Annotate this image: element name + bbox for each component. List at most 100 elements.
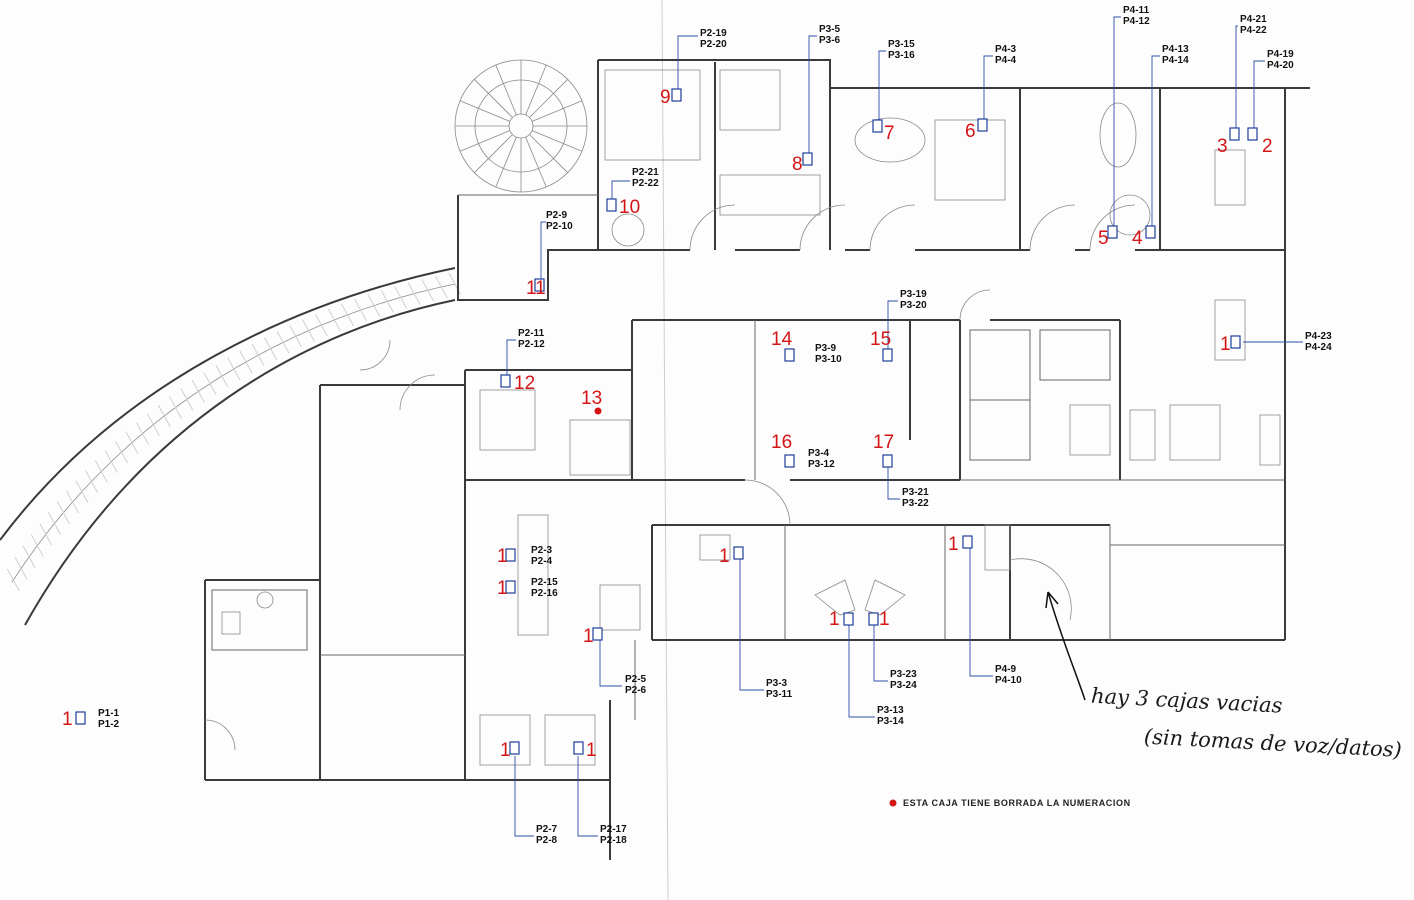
railing-hatch-line [14,557,28,580]
outlet-box-icon [843,612,854,626]
outlet-box-icon [1107,225,1118,239]
outlet-box-icon [505,580,516,594]
outlet-number: 1 [879,609,890,630]
outlet-number: 1 [829,609,840,630]
outlet-port-label: P3-14 [877,716,904,727]
outlet-box-icon [977,118,988,132]
outlet-number: 11 [526,278,546,299]
outlet-port-label: P4-10 [995,675,1022,686]
outlet-number: 1 [948,534,959,555]
outlet-port-label: P2-11 [518,328,545,339]
outlet-number: 1 [62,709,73,730]
outlet-port-label: P1-1 [98,708,120,719]
railing-hatch-line [157,404,171,428]
outlet-leader-line [739,559,764,691]
railing-hatch-line [407,282,421,305]
outlet-number: 4 [1132,228,1143,249]
stair-tread [531,100,583,122]
railing-hatch-line [104,450,118,473]
railing-hatch-line [289,325,303,348]
railing-hatch-line [56,501,70,524]
outlet-port-label: P2-3 [531,545,553,556]
outlet-number: 9 [660,87,671,108]
railing-hatch-line [169,396,182,419]
spiral-staircase [454,59,588,193]
railing-hatch-line [203,372,217,395]
outlet-box-icon [962,535,973,549]
outlet: 6P4-3P4-4 [965,44,1017,142]
stair-tread [495,136,517,188]
outlet-number: 14 [771,329,793,350]
outlet-box-icon [882,348,893,362]
outlet-number: 1 [1220,334,1231,355]
railing-hatch-line [314,313,328,337]
railing-hatch-line [39,523,53,546]
fold-line [661,0,669,900]
outlet-port-label: P4-19 [1267,49,1294,60]
outlet-box-icon [505,548,516,562]
outlet-port-label: P4-24 [1305,342,1332,353]
outlet-port-label: P2-17 [600,824,627,835]
railing-hatch-line [75,480,89,503]
stair-tread [474,79,513,118]
railing-hatch-line [434,275,448,299]
outlet-port-label: P3-3 [766,678,788,689]
curved-balcony-railing [0,267,462,626]
outlet-leader-line [611,180,630,199]
outlet: 13 [581,388,602,415]
outlet-number: 2 [1262,136,1273,157]
railing-hatch-line [94,460,108,483]
outlet-port-label: P2-5 [625,674,647,685]
outlet-port-label: P2-12 [518,339,545,350]
railing-hatch-line [341,303,354,327]
erased-number-dot [594,407,602,415]
outlet-port-label: P2-7 [536,824,558,835]
railing-hatch-line [227,357,241,381]
stair-tread [529,134,568,173]
handwritten-note-line-2: (sin tomas de voz/datos) [1143,725,1402,762]
outlet-port-label: P3-6 [819,35,841,46]
outlet-port-label: P2-6 [625,685,647,696]
outlet-port-label: P3-10 [815,354,842,365]
railing-hatch-line [394,286,408,309]
outlet-port-label: P2-15 [531,577,558,588]
stair-tread [474,134,513,173]
outlet-port-label: P4-11 [1123,5,1150,16]
railing-hatch-line [115,440,128,464]
outlet-port-label: P4-23 [1305,331,1332,342]
outlet-box-icon [802,152,813,166]
railing-hatch-line [327,308,341,332]
railing-hatch-line [30,534,44,557]
outlet-number: 5 [1098,228,1109,249]
outlet-port-label: P3-4 [808,448,830,459]
outlet-box-icon [500,374,511,388]
railing-hatch-line [264,337,278,360]
stair-tread [531,130,583,152]
outlet-box-icon [592,627,603,641]
railing-hatch-line [421,278,435,302]
legend-text: ESTA CAJA TIENE BORRADA LA NUMERACION [903,798,1131,808]
railing-hatch-line [302,319,315,342]
railing-hatch-line [367,294,381,317]
railing-hatch-line [48,512,61,535]
railing-hatch-line [380,290,394,313]
outlet-leader-line [887,467,900,500]
outlet-leader-line [808,35,817,153]
outlet-port-label: P4-21 [1240,14,1267,25]
handwritten-note: hay 3 cajas vacias (sin tomas de voz/dat… [1090,684,1402,762]
outlet-port-label: P2-10 [546,221,573,232]
outlet-number: 16 [771,432,792,453]
outlet-port-label: P3-12 [808,459,835,470]
outlet: 1 P1-1P1-2 [62,708,120,730]
outlet-number: 12 [514,373,535,394]
outlet-number: 6 [965,121,976,142]
outlet-port-label: P4-13 [1162,44,1189,55]
outlet-port-label: P1-2 [98,719,120,730]
